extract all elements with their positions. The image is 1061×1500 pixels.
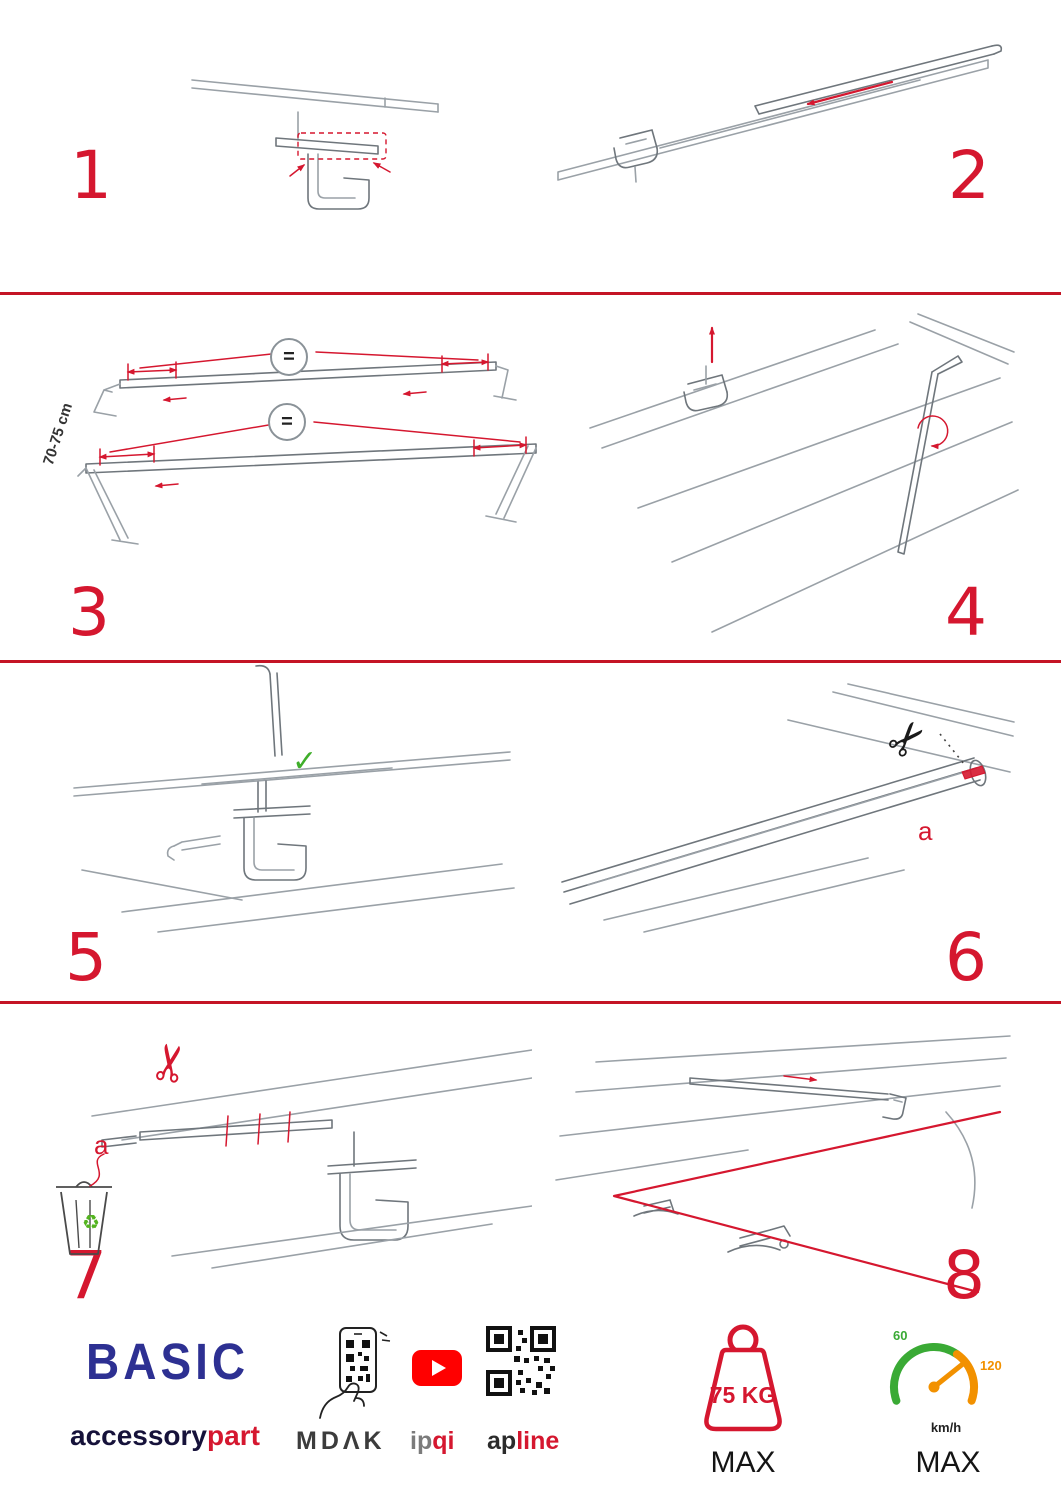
partner-logo-ipqi: ipqi xyxy=(410,1427,454,1456)
section-divider xyxy=(0,660,1061,663)
step3-crossbar-spacing-illustration xyxy=(77,351,537,545)
step2-slide-bar-illustration xyxy=(557,44,1003,183)
highlight-dashed-box xyxy=(297,132,387,160)
speed-unit-label: km/h xyxy=(930,1420,962,1435)
weight-max-label: MAX xyxy=(710,1446,776,1479)
rubber-strip-end-highlight xyxy=(961,765,986,780)
step-number-2: 2 xyxy=(948,137,990,214)
partner-logo-apline: apline xyxy=(487,1427,559,1456)
brand-word-red: part xyxy=(207,1420,260,1451)
apline-red: line xyxy=(516,1427,560,1455)
brand-word-dark: accessory xyxy=(70,1420,208,1451)
partner-logo-mdak: MDΛK xyxy=(296,1427,386,1455)
part-label-a: a xyxy=(918,816,933,846)
checkmark-icon: ✓ xyxy=(292,744,318,779)
speed-green-label: 60 xyxy=(893,1328,908,1343)
step-number-8: 8 xyxy=(943,1237,985,1314)
step-number-1: 1 xyxy=(70,137,112,214)
recycle-icon: ♻ xyxy=(82,1210,100,1234)
equal-spacing-badge-bottom: = xyxy=(268,403,306,441)
section-divider xyxy=(0,1001,1061,1004)
max-weight-icon xyxy=(704,1324,782,1432)
brand-logo-accessorypart: accessorypart xyxy=(70,1420,260,1452)
speedometer-icon xyxy=(889,1342,978,1405)
speed-orange-label: 120 xyxy=(980,1358,1002,1373)
section-divider xyxy=(0,292,1061,295)
step4-hex-key-illustration xyxy=(589,313,1019,633)
step-number-6: 6 xyxy=(945,919,987,996)
trash-bin-icon xyxy=(56,1181,112,1255)
speed-max-label: MAX xyxy=(915,1446,981,1479)
step6-cut-strip-illustration xyxy=(561,683,1015,933)
step8-insert-strip-illustration xyxy=(555,1035,1011,1294)
phone-qr-scan-icon xyxy=(319,1327,391,1419)
part-label-a: a xyxy=(94,1130,109,1160)
equal-spacing-badge-top: = xyxy=(270,338,308,376)
step7-discard-strip-illustration xyxy=(56,1049,532,1269)
step-number-4: 4 xyxy=(945,574,987,651)
weight-limit-value: 75 KG xyxy=(709,1382,777,1408)
qr-code-icon xyxy=(486,1326,556,1396)
step-number-3: 3 xyxy=(68,574,110,651)
step5-hook-check-illustration xyxy=(73,664,515,933)
ipqi-dark: ip xyxy=(410,1427,433,1455)
youtube-icon xyxy=(412,1350,462,1386)
step-number-5: 5 xyxy=(65,919,107,996)
step1-clamp-illustration xyxy=(191,79,439,210)
brand-logo-basic: BASIC xyxy=(86,1332,250,1390)
apline-dark: ap xyxy=(487,1427,517,1455)
ipqi-red: qi xyxy=(432,1427,455,1455)
